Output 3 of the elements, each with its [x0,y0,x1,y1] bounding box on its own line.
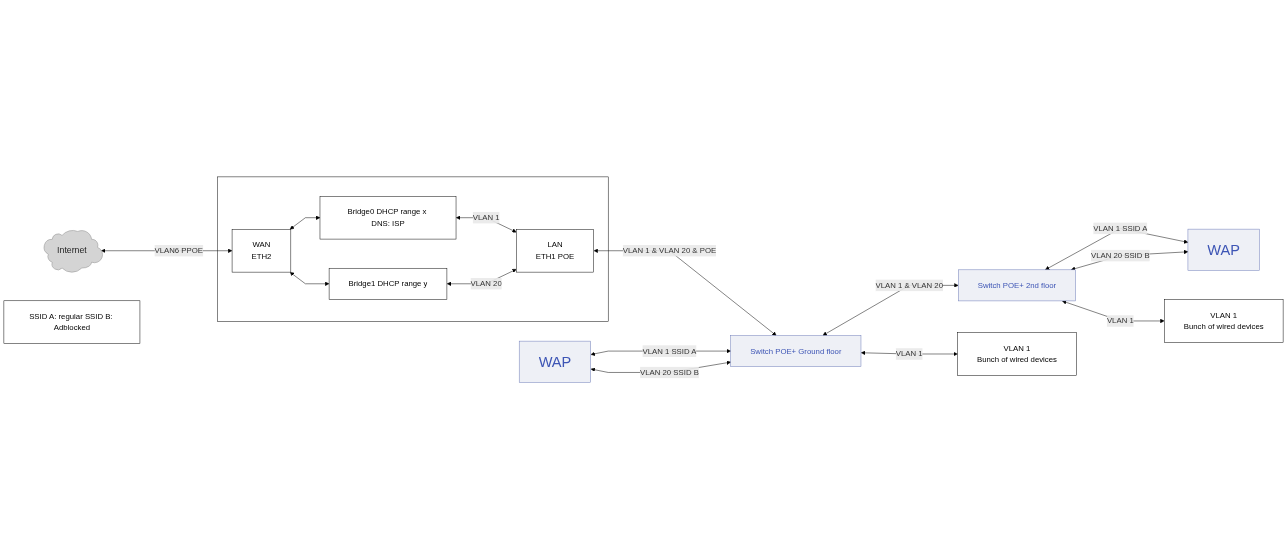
cluster [217,176,609,322]
node-box: WAP [1187,228,1260,271]
node-box: WAP [518,340,591,383]
